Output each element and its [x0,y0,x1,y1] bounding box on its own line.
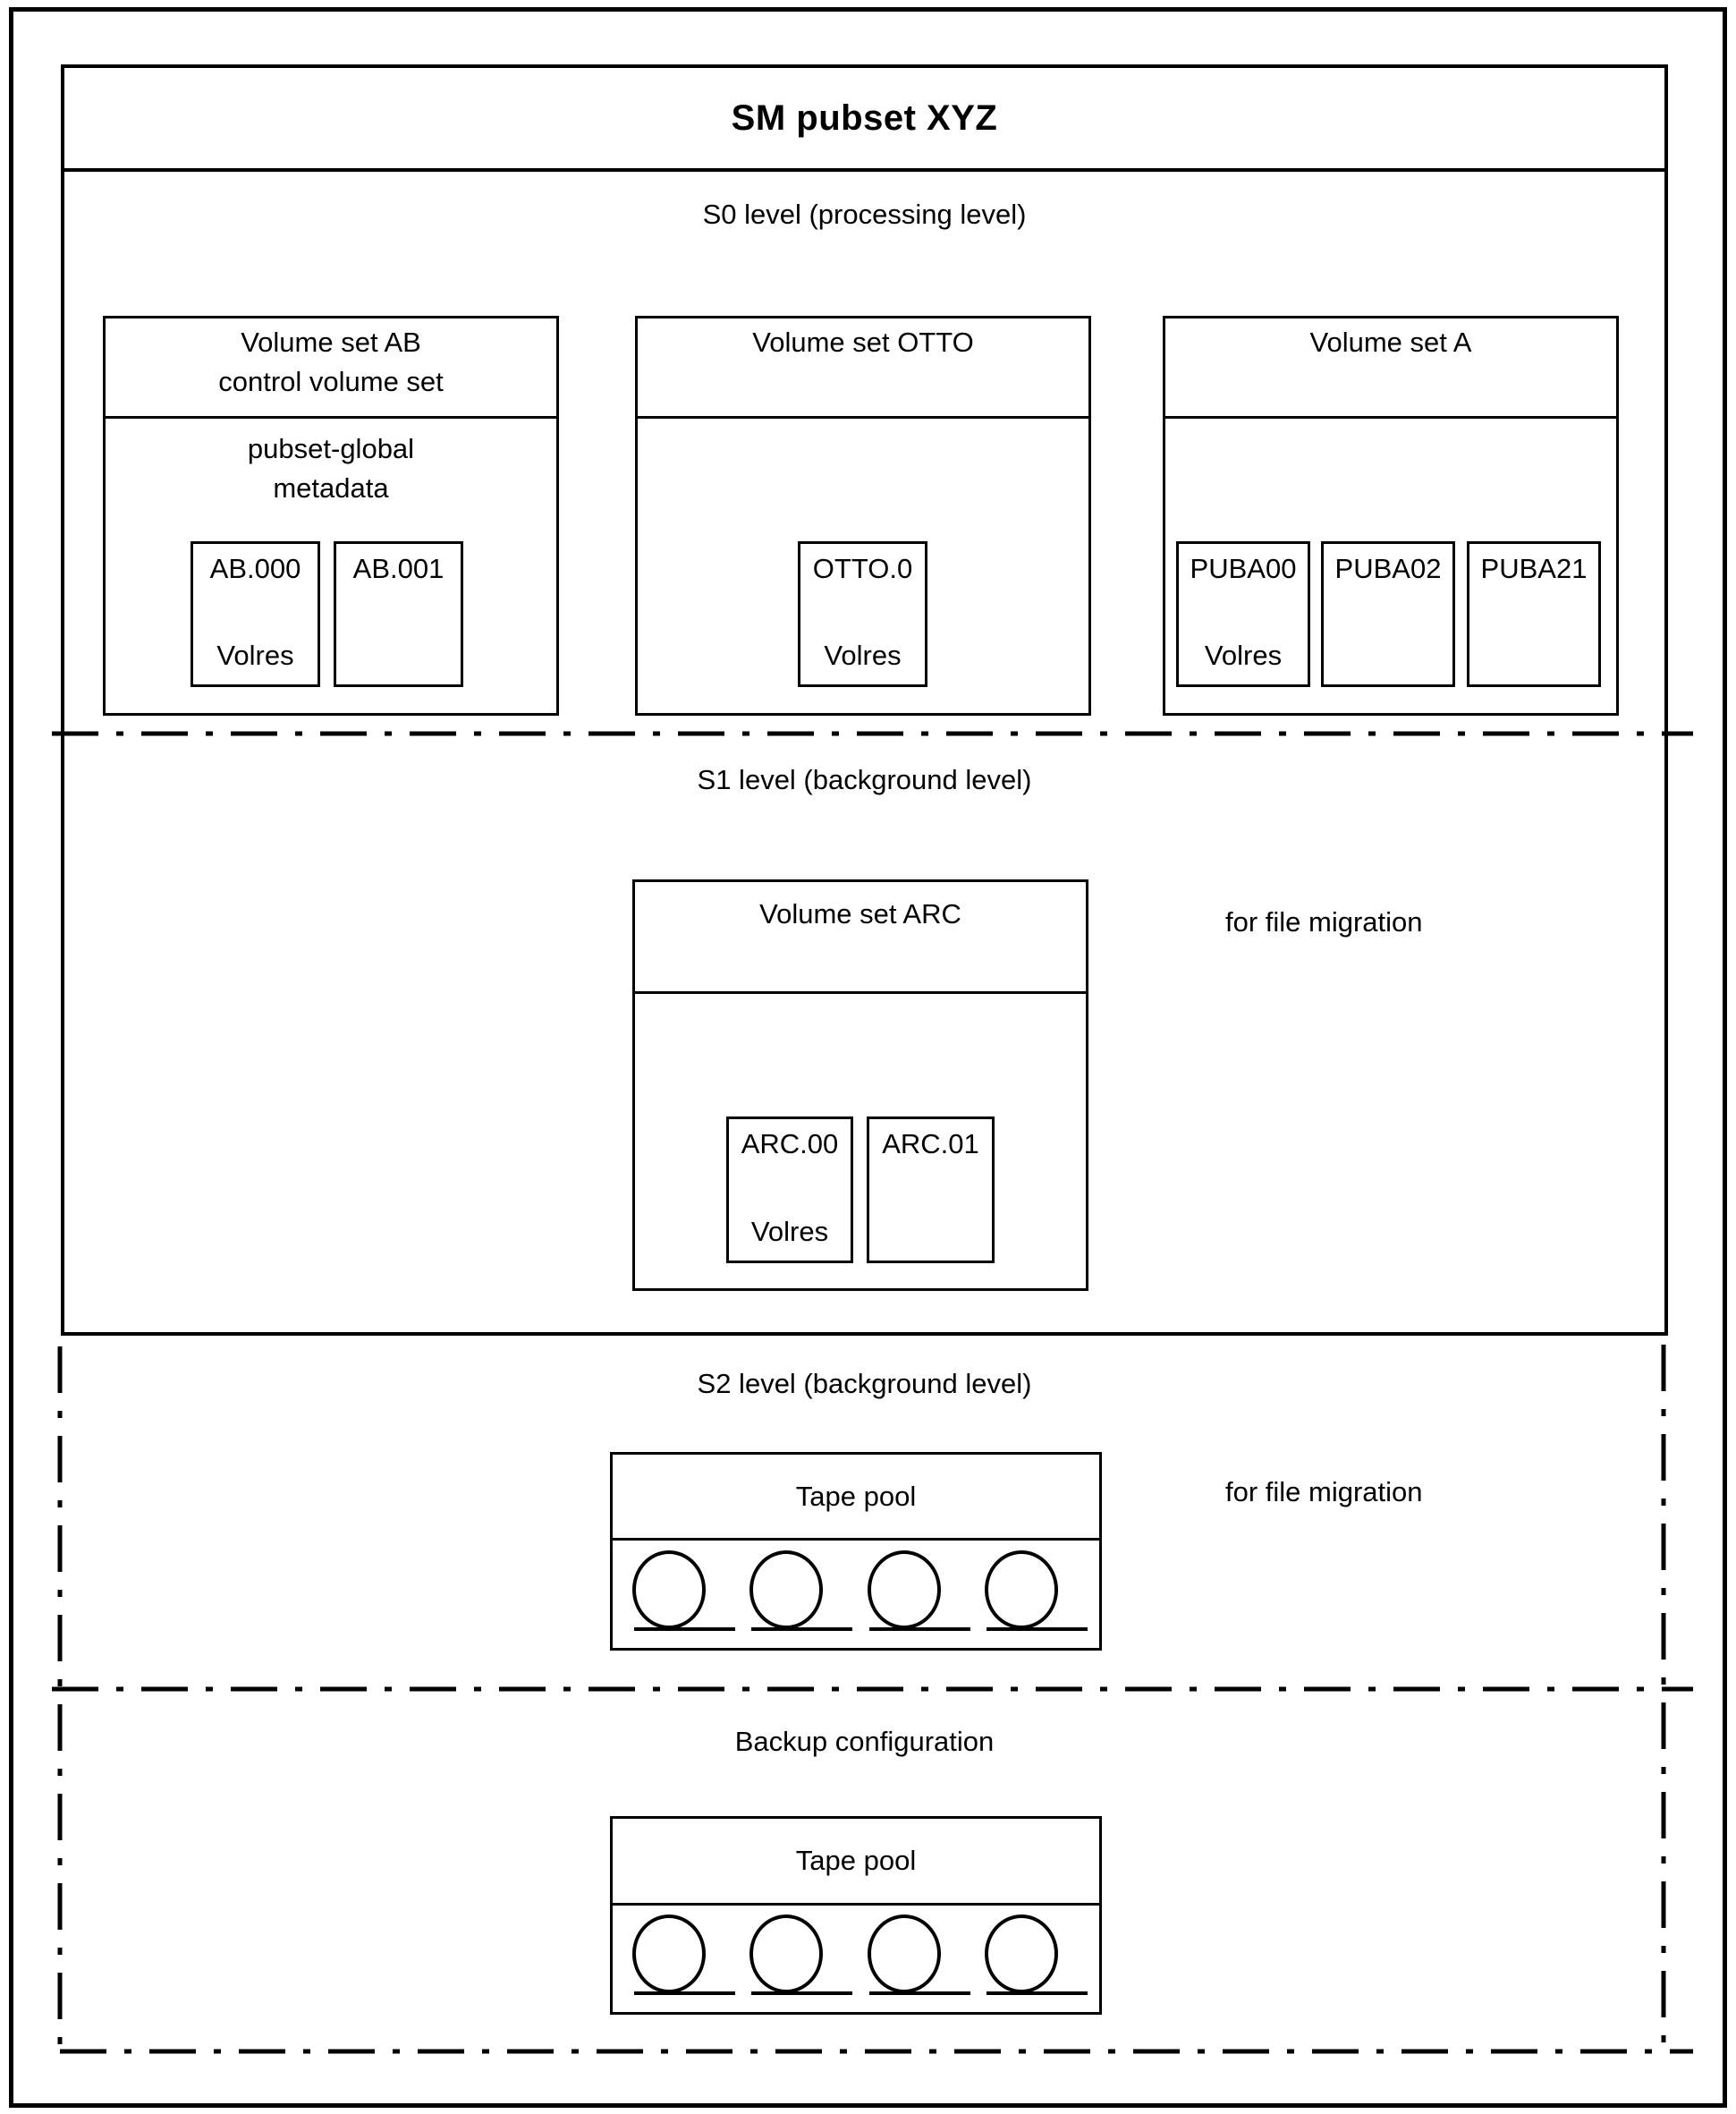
backup-tape-pool-header: Tape pool [613,1819,1099,1906]
volume-set-a-box: Volume set A PUBA00 Volres PUBA02 PUBA21 [1163,316,1619,716]
volume-label: PUBA21 [1480,553,1588,584]
volume-set-ab-description: pubset-global metadata [106,429,556,508]
volume-set-otto-box: Volume set OTTO OTTO.0 Volres [635,316,1091,716]
volume-box-arc01: ARC.01 [867,1116,995,1263]
volume-label: ARC.01 [882,1128,979,1159]
s1-file-migration-note: for file migration [1225,906,1423,938]
volume-box-puba00: PUBA00 Volres [1176,541,1310,687]
s2-tape-pool-box: Tape pool [610,1452,1102,1651]
volume-set-a-header: Volume set A [1165,318,1616,419]
pubset-title: SM pubset XYZ [731,98,998,138]
s1-level-heading: S1 level (background level) [697,764,1032,795]
tape-reel-icon [868,1550,970,1631]
volume-label: PUBA00 [1190,553,1297,584]
backup-tape-pool-box: Tape pool [610,1816,1102,2015]
volume-box-puba21: PUBA21 [1467,541,1601,687]
volume-set-ab-desc-line1: pubset-global [247,433,415,464]
volume-label: AB.000 [209,553,301,584]
page-border [9,7,1727,2108]
backup-tape-pool-title: Tape pool [795,1845,917,1876]
volume-set-ab-desc-line2: metadata [273,472,389,504]
tape-reel-icon [985,1550,1088,1631]
tape-reel-icon [749,1550,852,1631]
s2-level-heading: S2 level (background level) [697,1368,1032,1399]
volume-set-arc-name: Volume set ARC [759,898,961,930]
volres-label: Volres [1204,640,1283,671]
tape-reel-icon [632,1914,735,1995]
backup-configuration-heading: Backup configuration [734,1726,995,1757]
volume-set-ab-box: Volume set AB control volume set pubset-… [103,316,559,716]
volume-set-ab-name-line1: Volume set AB [241,327,421,358]
tape-reel-icon [985,1914,1088,1995]
volume-set-ab-header: Volume set AB control volume set [106,318,556,419]
s0-level-heading: S0 level (processing level) [702,199,1027,230]
sm-pubset-box: SM pubset XYZ [61,64,1668,1336]
volume-box-arc00: ARC.00 Volres [726,1116,853,1263]
tape-reel-icon [632,1550,735,1631]
tape-reel-icon [868,1914,970,1995]
volume-box-ab001: AB.001 [334,541,463,687]
volume-box-ab000: AB.000 Volres [191,541,320,687]
s2-tape-pool-header: Tape pool [613,1455,1099,1541]
s2-file-migration-note: for file migration [1225,1476,1423,1507]
volres-label: Volres [216,640,294,671]
volume-label: PUBA02 [1334,553,1442,584]
volume-set-arc-header: Volume set ARC [635,882,1086,994]
volume-set-otto-header: Volume set OTTO [638,318,1088,419]
volume-set-a-name: Volume set A [1309,327,1472,358]
volume-box-otto0: OTTO.0 Volres [798,541,927,687]
volume-set-otto-name: Volume set OTTO [752,327,974,358]
s2-tape-pool-title: Tape pool [795,1480,917,1512]
volume-box-puba02: PUBA02 [1321,541,1455,687]
volume-label: ARC.00 [741,1128,839,1159]
tape-reel-icon [749,1914,852,1995]
volres-label: Volres [824,640,902,671]
volume-label: AB.001 [352,553,445,584]
volume-set-arc-box: Volume set ARC ARC.00 Volres ARC.01 [632,879,1088,1291]
volume-label: OTTO.0 [812,553,913,584]
volres-label: Volres [750,1216,829,1247]
pubset-title-band: SM pubset XYZ [64,68,1664,172]
volume-set-ab-name-line2: control volume set [218,366,444,397]
